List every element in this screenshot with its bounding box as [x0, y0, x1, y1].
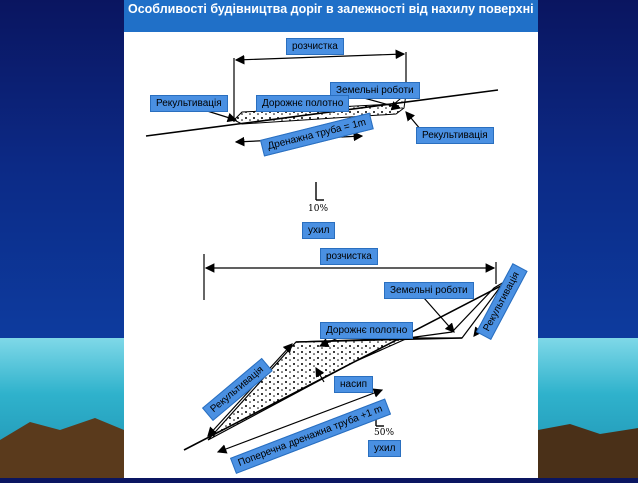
background-island: [0, 418, 638, 478]
top-reclamation-right-label: Рекультивація: [416, 127, 494, 144]
bottom-earthworks-label: Земельні роботи: [384, 282, 474, 299]
bottom-embankment-label: насип: [334, 376, 374, 393]
bottom-roadbed-label: Дорожнє полотно: [320, 322, 414, 339]
diagram-area: розчистка Земельні роботи Рекультивація …: [124, 32, 538, 478]
bottom-slope-label: ухил: [368, 440, 402, 457]
bottom-section-drawing: [183, 254, 525, 454]
top-slope-label: ухил: [302, 222, 336, 239]
top-slope-percent: 10%: [308, 204, 329, 214]
bottom-clearing-label: розчистка: [320, 248, 378, 265]
top-earthworks-label: Земельні роботи: [330, 82, 420, 99]
top-clearing-label: розчистка: [286, 38, 344, 55]
top-roadbed-label: Дорожнє полотно: [256, 95, 350, 112]
slide-title: Особливості будівництва доріг в залежнос…: [124, 0, 538, 32]
top-reclamation-left-label: Рекультивація: [150, 95, 228, 112]
bottom-slope-percent: 50%: [374, 428, 395, 438]
